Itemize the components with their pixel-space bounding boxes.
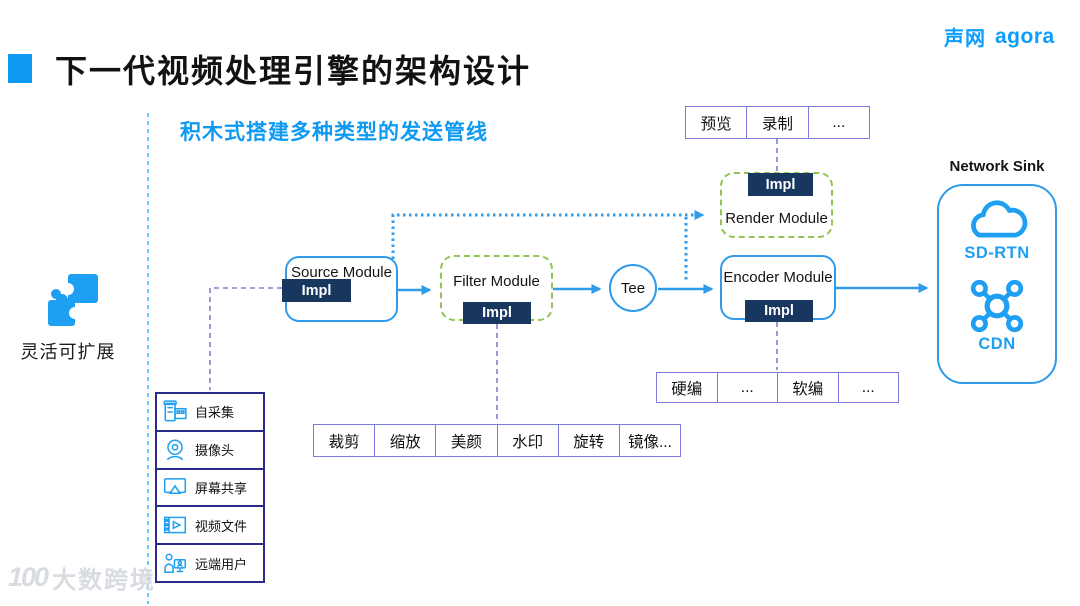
render-impl-badge: Impl: [748, 173, 813, 196]
source-type-list: 自采集 摄像头 屏幕共享 视频文件: [155, 392, 265, 583]
filter-option: 裁剪: [328, 433, 360, 451]
cloud-icon: [971, 200, 1028, 238]
title-accent-square: [8, 54, 32, 83]
render-option: 预览: [700, 115, 732, 133]
render-option: ...: [807, 107, 869, 138]
feature-caption: 灵活可扩展: [20, 342, 116, 362]
render-module-box: Render Module: [720, 172, 833, 238]
filter-module-label: Filter Module: [453, 273, 540, 290]
watermark-text: 大数跨境: [52, 567, 157, 594]
list-item: 摄像头: [157, 429, 263, 468]
filter-impl-badge: Impl: [463, 302, 531, 324]
filter-option: 镜像...: [618, 425, 680, 456]
page-title: 下一代视频处理引擎的架构设计: [55, 53, 532, 89]
brand-logo-cn: 声网: [944, 28, 986, 50]
encoder-option: ...: [837, 373, 899, 402]
filter-option: 旋转: [557, 425, 619, 456]
cdn-label: CDN: [978, 335, 1016, 353]
list-item-label: 自采集: [195, 405, 235, 421]
puzzle-icon: [48, 274, 98, 326]
list-item-label: 摄像头: [195, 443, 235, 459]
encoder-option: ...: [716, 373, 778, 402]
brand-logo-en: agora: [995, 24, 1055, 48]
list-item: 自采集: [157, 394, 263, 430]
network-sink-box: SD-RTN CDN: [937, 184, 1057, 384]
list-item: 屏幕共享: [157, 467, 263, 506]
cdn-network-icon: [970, 279, 1024, 333]
filter-options-strip: 裁剪 缩放 美颜 水印 旋转 镜像...: [313, 424, 681, 457]
diagram-subtitle: 积木式搭建多种类型的发送管线: [180, 121, 488, 144]
list-item-label: 视频文件: [195, 518, 248, 534]
sdrtn-label: SD-RTN: [964, 244, 1030, 262]
encoder-option: 软编: [777, 373, 838, 402]
encoder-options-strip: 硬编 ... 软编 ...: [656, 372, 899, 403]
brand-logo: 声网 agora: [944, 22, 1055, 51]
remote-user-icon: [164, 553, 187, 574]
list-item-label: 远端用户: [195, 556, 248, 572]
source-module-label: Source Module: [291, 264, 392, 281]
encoder-impl-badge: Impl: [745, 300, 813, 322]
source-impl-badge: Impl: [282, 279, 351, 302]
network-sink-title: Network Sink: [949, 158, 1045, 175]
filter-option: 水印: [496, 425, 558, 456]
render-options-strip: 预览 录制 ...: [685, 106, 870, 139]
watermark: 100 大数跨境: [8, 560, 156, 595]
filter-option: 缩放: [374, 425, 435, 456]
list-item: 视频文件: [157, 505, 263, 543]
screen-share-icon: [163, 478, 187, 495]
webcam-icon: [166, 439, 184, 460]
render-option: 录制: [746, 107, 807, 138]
encoder-option: 硬编: [671, 380, 703, 398]
film-roll-icon: [163, 400, 187, 422]
render-module-label: Render Module: [725, 210, 828, 227]
encoder-module-label: Encoder Module: [723, 269, 833, 286]
tee-node: Tee: [609, 264, 657, 312]
tee-label: Tee: [620, 279, 646, 297]
list-item-label: 屏幕共享: [195, 480, 248, 496]
watermark-logo: 100: [8, 562, 49, 592]
filter-option: 美颜: [435, 425, 496, 456]
list-item: 远端用户: [157, 543, 263, 581]
video-file-icon: [163, 516, 187, 534]
